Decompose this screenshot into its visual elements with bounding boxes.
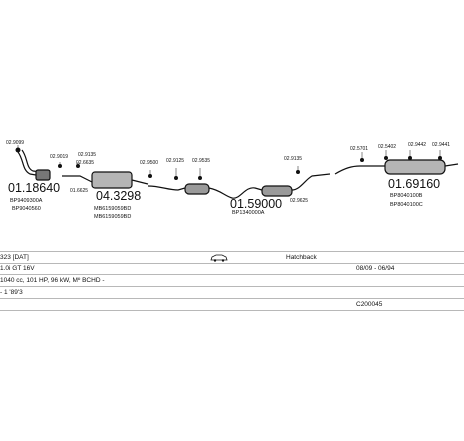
extra-info: - 1 '89'3 — [0, 289, 23, 296]
small-code-12: 02.9442 — [408, 142, 426, 148]
small-code-9: 02.9625 — [290, 198, 308, 204]
ref-code-c1: BP1340000A — [232, 210, 265, 216]
row-engine: 1.0i GT 16V 08/09 - 06/94 — [0, 263, 464, 275]
front-downpipe — [17, 151, 43, 177]
ref-code-d2: BP8040100C — [390, 202, 423, 208]
rear-silencer — [384, 159, 446, 175]
front-downpipe-inner — [21, 149, 43, 173]
part-number-d: 01.69160 — [388, 177, 440, 191]
small-code-7: 02.9535 — [192, 158, 210, 164]
middle-pipe — [147, 185, 186, 191]
tailpipe — [444, 163, 459, 167]
rear-pipe — [334, 165, 385, 175]
small-code-5: 02.9500 — [140, 160, 158, 166]
small-code-0: 02.9099 — [6, 140, 24, 146]
small-code-3: 02.6635 — [76, 160, 94, 166]
small-code-13: 02.9441 — [432, 142, 450, 148]
catalyst-body — [91, 171, 133, 189]
row-specs: 1040 cc, 101 HP, 96 kW, Mº BCHD - — [0, 275, 464, 287]
engine-type: 1.0i GT 16V — [0, 265, 35, 272]
catalog-code: C200045 — [356, 301, 383, 308]
ref-code-d1: BP8040100B — [390, 193, 423, 199]
front-flex-joint — [35, 169, 51, 181]
middle-pipe-bend — [208, 187, 263, 199]
small-code-10: 02.5701 — [350, 146, 368, 152]
middle-silencer — [261, 185, 293, 197]
middle-pipe-rear — [291, 173, 331, 191]
row-code: C200045 — [0, 299, 464, 311]
catalyst-inlet — [62, 175, 93, 183]
part-number-b: 04.3298 — [96, 189, 141, 203]
car-icon — [210, 254, 228, 266]
row-model: 323 [DAT] Hatchback — [0, 251, 464, 264]
exhaust-system-diagram: 01.18640 04.3298 01.59000 01.69160 BP940… — [6, 140, 459, 220]
small-code-6: 02.9125 — [166, 158, 184, 164]
model-name: 323 [DAT] — [0, 254, 29, 261]
part-number-a: 01.18640 — [8, 181, 60, 195]
production-dates: 08/09 - 06/94 — [356, 265, 395, 272]
small-code-8: 02.9135 — [284, 156, 302, 162]
small-code-4: 01.6625 — [70, 188, 88, 194]
row-extra: - 1 '89'3 — [0, 287, 464, 299]
catalyst-outlet — [131, 179, 149, 185]
small-code-2: 02.9135 — [78, 152, 96, 158]
small-code-1: 02.9019 — [50, 154, 68, 160]
small-code-11: 02.5402 — [378, 144, 396, 150]
middle-resonator — [184, 183, 210, 195]
ref-code-b2: MB6159059BD — [94, 214, 131, 220]
ref-code-b1: MB6159059BD — [94, 206, 131, 212]
ref-code-a2: BP9040560 — [12, 206, 41, 212]
part-number-c: 01.59000 — [230, 197, 282, 211]
engine-specs: 1040 cc, 101 HP, 96 kW, Mº BCHD - — [0, 277, 105, 284]
body-type: Hatchback — [286, 254, 317, 261]
ref-code-a1: BP9409300A — [10, 198, 43, 204]
